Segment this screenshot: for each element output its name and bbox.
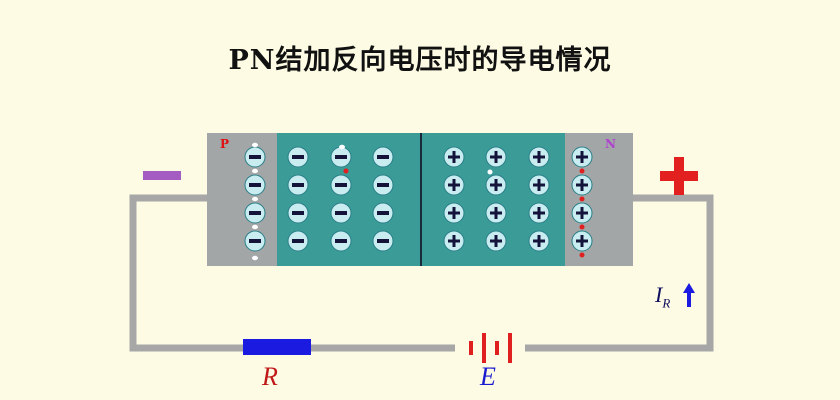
positive-ion-icon — [571, 146, 593, 168]
ion-grid — [244, 146, 593, 252]
electron-carrier — [579, 252, 585, 258]
negative-ion-icon — [372, 230, 394, 252]
electron-carrier — [343, 168, 349, 174]
negative-ion-icon — [330, 174, 352, 196]
negative-ion-icon — [372, 174, 394, 196]
resistor-icon — [243, 339, 311, 355]
electron-carrier — [579, 196, 585, 202]
hole-carrier — [252, 168, 258, 174]
electron-carrier — [579, 224, 585, 230]
n-region-label: N — [605, 137, 616, 151]
carriers — [252, 142, 585, 261]
minus-terminal-icon — [143, 171, 181, 180]
positive-ion-icon — [443, 202, 465, 224]
negative-ion-icon — [287, 146, 309, 168]
p-region-label: P — [220, 137, 230, 151]
positive-ion-icon — [528, 174, 550, 196]
negative-ion-icon — [372, 146, 394, 168]
negative-ion-icon — [330, 146, 352, 168]
negative-ion-icon — [244, 230, 266, 252]
negative-ion-icon — [330, 202, 352, 224]
arrow-up-icon — [683, 283, 695, 307]
negative-ion-icon — [244, 202, 266, 224]
negative-ion-icon — [287, 202, 309, 224]
current-label: IR — [655, 282, 670, 311]
positive-ion-icon — [443, 146, 465, 168]
hole-carrier — [252, 255, 258, 261]
negative-ion-icon — [244, 146, 266, 168]
electron-carrier — [487, 169, 493, 175]
p-neutral-region — [207, 133, 277, 266]
positive-ion-icon — [528, 202, 550, 224]
hole-carrier — [252, 142, 258, 148]
positive-ion-icon — [528, 146, 550, 168]
current-label-main: I — [655, 282, 663, 307]
positive-ion-icon — [485, 202, 507, 224]
negative-ion-icon — [372, 202, 394, 224]
positive-ion-icon — [528, 230, 550, 252]
hole-carrier — [252, 196, 258, 202]
hole-carrier — [339, 144, 345, 150]
battery-icon — [455, 333, 525, 363]
hole-carrier — [252, 224, 258, 230]
positive-ion-icon — [571, 230, 593, 252]
positive-ion-icon — [443, 230, 465, 252]
positive-ion-icon — [571, 202, 593, 224]
plus-terminal-icon — [660, 157, 698, 195]
negative-ion-icon — [330, 230, 352, 252]
current-label-sub: R — [662, 295, 671, 311]
positive-ion-icon — [571, 174, 593, 196]
negative-ion-icon — [287, 230, 309, 252]
negative-ion-icon — [287, 174, 309, 196]
positive-ion-icon — [485, 174, 507, 196]
page-title: PN结加反向电压时的导电情况 — [228, 45, 612, 76]
positive-ion-icon — [443, 174, 465, 196]
circuit-wire — [129, 194, 714, 352]
battery-label: E — [480, 362, 496, 391]
electron-carrier — [579, 168, 585, 174]
resistor-label: R — [262, 362, 278, 391]
positive-ion-icon — [485, 230, 507, 252]
positive-ion-icon — [485, 146, 507, 168]
negative-ion-icon — [244, 174, 266, 196]
